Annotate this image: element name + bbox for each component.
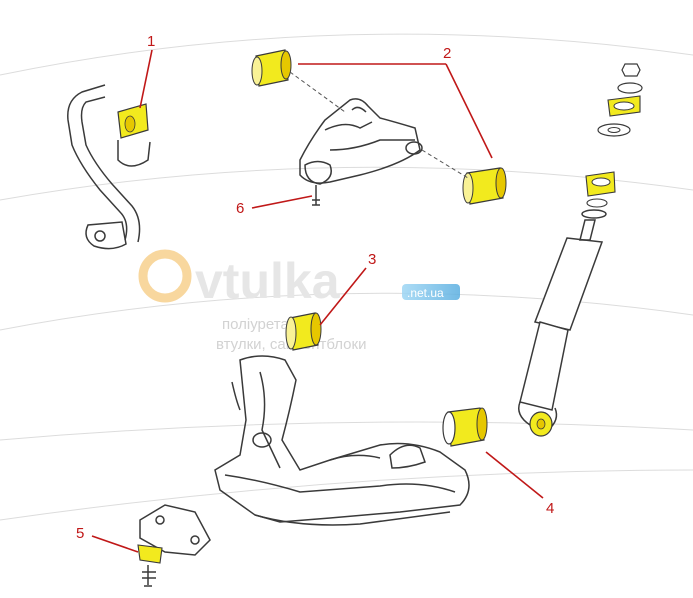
callout-5: 5 [76,525,84,542]
watermark-domain: .net.ua [407,286,444,300]
upper-control-arm [299,98,423,206]
upper-arm-bushing-right [462,167,507,205]
callout-3: 3 [368,251,376,268]
shock-absorber [518,209,607,431]
stabilizer-bushing-1 [117,103,149,139]
upper-arm-bushing-left [251,49,292,87]
leader-lines [91,49,544,553]
leader-2b [445,63,493,159]
callout-2: 2 [443,45,451,62]
shock-lower-bushing [529,411,553,437]
shock-top-stack [585,63,643,208]
dashed-axis [289,71,469,179]
watermark-brand: vtulka [195,253,341,309]
watermark-logo-ring [138,249,192,303]
leader-1 [139,49,153,109]
leader-3 [319,267,367,326]
callout-4: 4 [546,500,554,517]
callout-labels: 1 2 3 4 5 6 [76,33,554,542]
leader-6 [251,195,313,209]
watermark-domain-badge [402,284,460,300]
lower-arm-bushing-front [285,312,322,351]
lower-ball-joint [139,504,211,587]
leader-4 [485,451,544,499]
lower-control-arm [214,355,470,526]
lower-arm-bushing-rear [442,407,488,447]
leader-5 [91,535,139,553]
callout-1: 1 [147,33,155,50]
stabilizer-bar [67,84,151,250]
callout-6: 6 [236,200,244,217]
ball-joint-boot [137,544,163,564]
